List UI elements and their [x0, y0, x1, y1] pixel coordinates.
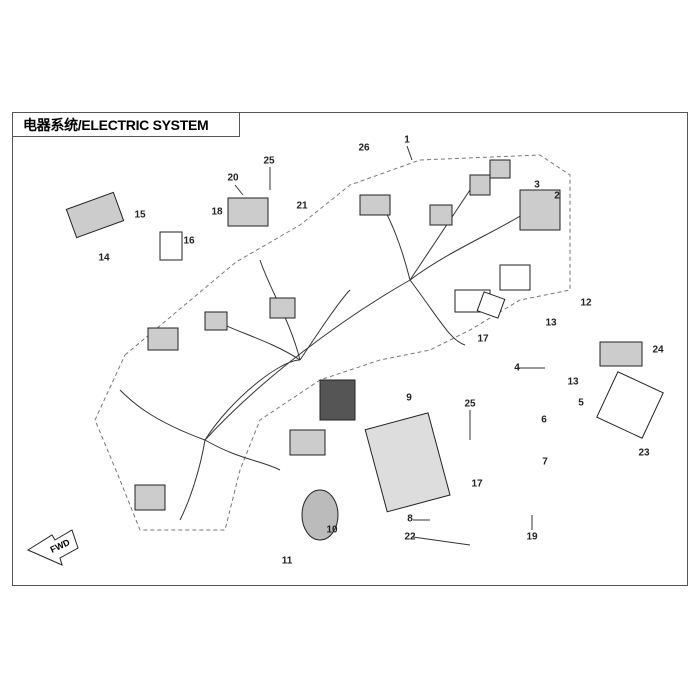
harness-wire	[179, 439, 206, 521]
callout-17b: 17	[471, 478, 483, 490]
callout-4: 4	[514, 362, 520, 374]
callout-3: 3	[534, 179, 540, 191]
connector	[147, 327, 179, 351]
connector	[499, 264, 531, 291]
callout-2: 2	[554, 190, 560, 202]
callout-15: 15	[134, 209, 146, 221]
harness-wire	[204, 439, 281, 471]
callout-25: 25	[263, 155, 275, 167]
callout-5: 5	[578, 397, 584, 409]
harness-outline	[94, 154, 571, 531]
callout-17: 17	[477, 333, 489, 345]
connector	[476, 291, 506, 319]
callout-8: 8	[407, 513, 413, 525]
connector	[429, 204, 453, 226]
callout-18: 18	[211, 206, 223, 218]
harness-wire	[204, 209, 531, 441]
callout-11: 11	[281, 555, 293, 567]
harness-wire	[409, 279, 466, 346]
rectifier	[227, 197, 269, 227]
callout-13b: 13	[567, 376, 579, 388]
callout-6: 6	[541, 414, 547, 426]
callout-16: 16	[183, 235, 195, 247]
battery	[599, 341, 643, 367]
callout-26: 26	[358, 142, 370, 154]
callout-14: 14	[98, 252, 110, 264]
callout-25b: 25	[464, 398, 476, 410]
harness-wire	[409, 189, 471, 281]
callout-19: 19	[526, 531, 538, 543]
callout-9: 9	[406, 392, 412, 404]
ecu	[364, 412, 451, 513]
callout-24: 24	[652, 344, 664, 356]
connector	[469, 174, 491, 196]
diagram-title: 电器系统/ELECTRIC SYSTEM	[12, 112, 240, 137]
connector	[134, 484, 166, 511]
connector	[269, 297, 296, 319]
connector	[289, 429, 326, 456]
connector	[319, 379, 356, 421]
relay	[159, 231, 183, 261]
callout-22: 22	[404, 531, 416, 543]
horn	[301, 489, 339, 541]
callout-7: 7	[542, 456, 548, 468]
callout-21: 21	[296, 200, 308, 212]
callout-1: 1	[404, 134, 410, 146]
callout-10: 10	[326, 524, 338, 536]
harness-wire	[204, 359, 301, 441]
connector	[359, 194, 391, 216]
harness-wire	[119, 389, 206, 441]
harness-wire	[214, 319, 301, 361]
harness-wire	[299, 289, 351, 361]
fwd-arrow-icon: FWD	[26, 529, 79, 566]
callout-12: 12	[580, 297, 592, 309]
connector	[204, 311, 228, 331]
connector	[489, 159, 511, 179]
fuse-box	[519, 189, 561, 231]
label-sheet	[596, 371, 664, 439]
connector	[65, 191, 125, 239]
diagram-frame	[12, 112, 688, 586]
callout-20: 20	[227, 172, 239, 184]
callout-23: 23	[638, 447, 650, 459]
callout-13: 13	[545, 317, 557, 329]
